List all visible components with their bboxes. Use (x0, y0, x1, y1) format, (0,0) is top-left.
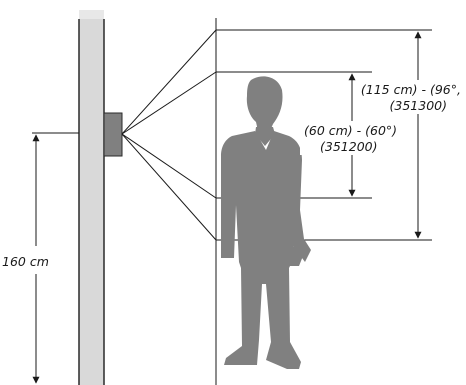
narrow-code-label: (351200) (320, 139, 377, 154)
wall-top-cap (79, 10, 104, 19)
narrow-label-bg (300, 121, 398, 155)
wall (79, 19, 104, 385)
person-hand (284, 245, 303, 266)
wide-label-bg (368, 80, 464, 114)
person-body (221, 131, 311, 369)
viewing-cone (121, 29, 217, 241)
height-label: 160 cm (2, 254, 49, 269)
narrow-range-label: (60 cm) - (60°) (304, 123, 397, 138)
wide-cone-top-line (121, 29, 217, 135)
narrow-cone-top-line (121, 71, 217, 135)
wide-range-label: (115 cm) - (96°, (361, 82, 461, 97)
person-neck (255, 127, 275, 146)
wide-cone-bottom-line (121, 133, 217, 241)
narrow-cone-bottom-line (121, 133, 217, 199)
person-head (246, 76, 283, 131)
wide-code-label: (351300) (390, 98, 447, 113)
camera-unit (103, 112, 123, 157)
person-silhouette (221, 76, 311, 369)
